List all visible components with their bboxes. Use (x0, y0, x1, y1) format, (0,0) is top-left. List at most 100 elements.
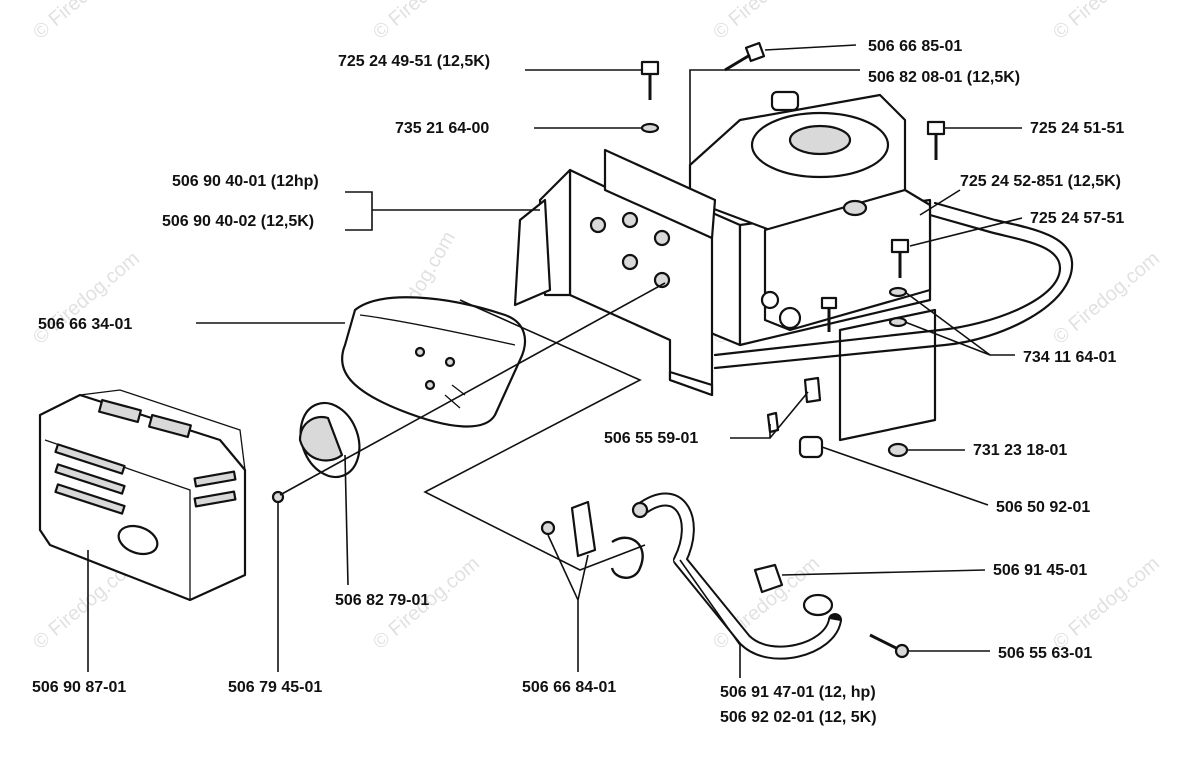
exhaust-gasket (753, 563, 784, 594)
engine-port (760, 290, 780, 310)
leader-line (344, 454, 349, 586)
part-label: 506 66 34-01 (38, 316, 132, 333)
part-label: 725 24 52-851 (12,5K) (960, 173, 1121, 190)
washer (888, 286, 908, 298)
exhaust-pipe-fill (637, 494, 840, 658)
bolt-head (744, 41, 766, 63)
bolt-head (890, 238, 910, 254)
part-label: 506 79 45-01 (228, 679, 322, 696)
bracket-hole (621, 253, 639, 271)
part-label: 734 11 64-01 (1023, 349, 1117, 366)
leader-line (730, 391, 809, 439)
exhaust-pipe (631, 492, 842, 660)
mounting-bracket (513, 148, 717, 397)
spark-arrestor (298, 401, 361, 479)
muffler-body (340, 296, 527, 428)
part-label: 506 66 84-01 (522, 679, 616, 696)
bolt-head (640, 60, 660, 76)
bracket-flange (513, 198, 552, 307)
part-label: 506 55 63-01 (998, 645, 1092, 662)
engine-plug (842, 199, 868, 217)
part-label: 506 90 87-01 (32, 679, 126, 696)
leader-lines (87, 44, 1023, 678)
muffler-outlet (444, 384, 466, 409)
screw-head (894, 643, 910, 659)
part-label: 725 24 51-51 (1030, 120, 1124, 137)
watermark: © Firedog.com (29, 247, 144, 348)
nut (887, 442, 909, 458)
guard-vent (193, 490, 237, 508)
hardware (271, 41, 946, 659)
part-label: 731 23 18-01 (973, 442, 1067, 459)
guard-vent (54, 483, 126, 515)
washer (888, 316, 908, 328)
guard-slot (148, 413, 192, 439)
part-label: 725 24 49-51 (12,5K) (338, 53, 490, 70)
bolt-head (926, 120, 946, 136)
watermark: © Firedog.com (369, 0, 484, 44)
part-label: 506 50 92-01 (996, 499, 1090, 516)
bracket-top-lip (603, 148, 717, 240)
part-label: 506 66 85-01 (868, 38, 962, 55)
leader-line (679, 559, 741, 678)
watermark: © Firedog.com (709, 0, 824, 44)
muffler-guard (38, 389, 247, 602)
guard-slot (98, 398, 142, 424)
leader-line (919, 189, 961, 216)
part-label: 725 24 57-51 (1030, 210, 1124, 227)
engine-fill-cap (770, 90, 800, 112)
bolt-shank (724, 53, 751, 72)
clamp-plate (570, 500, 597, 558)
engine-assembly (658, 90, 937, 442)
clamp-u-bolt (610, 536, 644, 579)
bracket-foot (668, 370, 714, 397)
assembly-path-line (279, 282, 666, 496)
guard-vent (193, 470, 237, 488)
muffler-rivet (414, 346, 426, 358)
watermark: © Firedog.com (1049, 0, 1164, 44)
spark-arrestor-cone (298, 415, 344, 462)
screw-shank (869, 633, 901, 652)
part-label: 506 90 40-01 (12hp) (172, 173, 319, 190)
leader-line (547, 534, 589, 672)
part-label: 506 82 08-01 (12,5K) (868, 69, 1020, 86)
assembly-path-line (423, 299, 646, 571)
engine-port (778, 306, 802, 330)
leader-line (689, 69, 860, 175)
frame-tube-inner (713, 201, 1074, 370)
leader-line (821, 446, 989, 506)
muffler-rivet (424, 379, 436, 391)
guard-outlet-hole (117, 524, 159, 556)
bracket-hole (589, 216, 607, 234)
clamp-nut (540, 520, 556, 536)
part-label: 506 91 45-01 (993, 562, 1087, 579)
part-label: 506 90 40-02 (12,5K) (162, 213, 314, 230)
guard-top-edge (79, 389, 246, 471)
washer (640, 122, 660, 134)
part-label: 735 21 64-00 (395, 120, 489, 137)
guard-vent (54, 443, 126, 475)
bracket-hole (621, 211, 639, 229)
leader-line (345, 191, 540, 231)
watermark: © Firedog.com (29, 0, 144, 44)
part-label: 506 55 59-01 (604, 430, 698, 447)
engine-cylinder-head (763, 188, 932, 332)
muffler-seam (359, 314, 516, 346)
muffler-rivet (444, 356, 456, 368)
bracket-hole (653, 271, 671, 289)
leader-line (781, 569, 986, 576)
bracket-hole (653, 229, 671, 247)
guard-vent (54, 463, 126, 495)
bushing (798, 435, 824, 459)
exhaust-flange (802, 593, 834, 617)
part-label: 506 82 79-01 (335, 592, 429, 609)
watermark: © Firedog.com (1049, 247, 1164, 348)
leader-line (904, 291, 1015, 356)
part-label: 506 92 02-01 (12, 5K) (720, 709, 877, 726)
frame-tube-outer (713, 213, 1062, 357)
guard-frame (713, 201, 1074, 370)
exhaust-pipe-end (631, 501, 649, 519)
leader-line (909, 217, 1023, 247)
muffler (340, 296, 527, 428)
